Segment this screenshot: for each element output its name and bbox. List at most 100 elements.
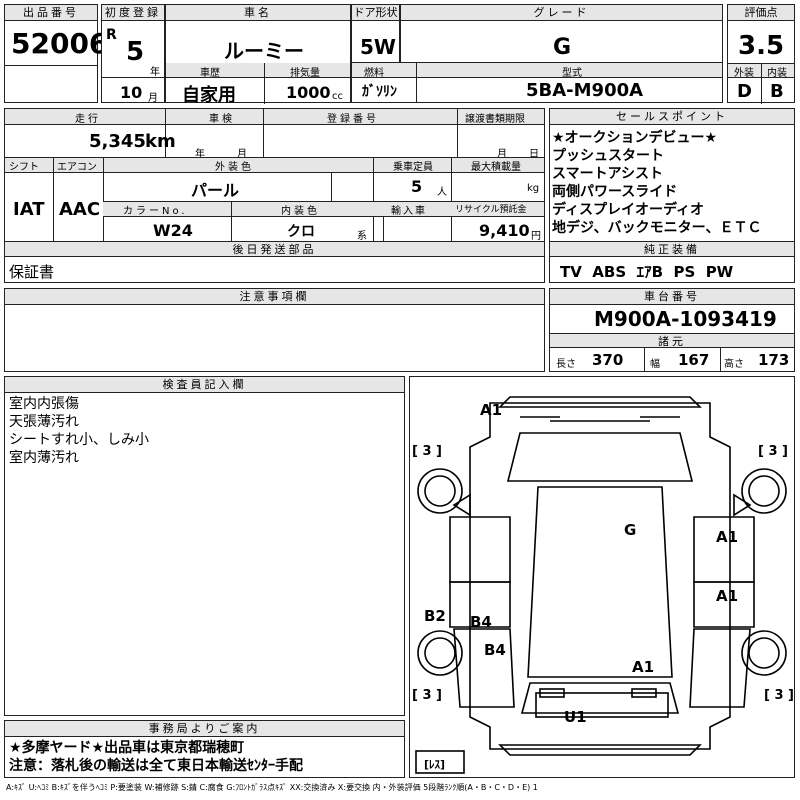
lot-number-cell: 出品番号 52006: [4, 4, 108, 103]
fuel-label: 燃料: [364, 68, 384, 79]
transfer-month-unit: 月: [497, 149, 507, 160]
damage-mark: A1: [716, 587, 738, 605]
dims-label: 諸元: [550, 333, 794, 348]
door-type: 5W: [360, 35, 396, 59]
exterior-grade: D: [737, 81, 752, 102]
grade: G: [553, 35, 572, 60]
inspector-line: 天張薄汚れ: [9, 414, 79, 430]
sales-point-item: 両側パワースライド: [552, 184, 678, 200]
model-label: 型式: [562, 68, 582, 79]
tire-tread-fl: [ 3 ]: [412, 444, 442, 459]
damage-mark: G: [624, 521, 636, 539]
sales-points-box: セールスポイント ★オークションデビュー★ プッシュスタート スマートアシスト …: [549, 108, 795, 283]
mileage-label: 走行: [75, 114, 101, 125]
damage-mark: B4: [484, 641, 506, 659]
height: 173: [758, 351, 790, 369]
equipment-list: TV ABS ｴｱB PS PW: [560, 263, 734, 281]
transfer-day-unit: 日: [529, 149, 539, 160]
later-parts-label: 後日発送部品: [5, 241, 544, 257]
ext-color: パール: [191, 181, 240, 200]
damage-mark: A1: [632, 658, 654, 676]
score-cell: 評価点 3.5 外装 内装 D B: [727, 4, 795, 104]
shift: IAT: [13, 199, 45, 220]
car-name-cell: 車名 ルーミー 車歴 排気量 自家用 1000 cc: [165, 4, 351, 106]
int-color-unit: 系: [357, 231, 367, 242]
later-parts: 保証書: [9, 263, 55, 281]
inspector-box: 検査員記入欄 室内内張傷 天張薄汚れ シートすれ小、しみ小 室内薄汚れ: [4, 376, 405, 716]
tire-tread-fr: [ 3 ]: [758, 444, 788, 459]
interior-grade: B: [770, 81, 784, 102]
mileage-unit: km: [145, 131, 176, 152]
score-label: 評価点: [728, 5, 794, 21]
car-name: ルーミー: [224, 39, 304, 63]
displacement-label: 排気量: [290, 68, 320, 79]
capacity-label: 乗車定員: [393, 162, 433, 173]
inspection-month-unit: 月: [237, 149, 247, 160]
month-unit: 月: [148, 93, 158, 104]
tire-tread-rr: [ 3 ]: [764, 688, 794, 703]
height-label: 高さ: [724, 359, 744, 370]
detail-grid: 走行 車検 登録番号 譲渡書類期限 5,345 km 年 月 月 日 シフト エ…: [4, 108, 545, 283]
door-label: ドア形状: [352, 5, 399, 21]
import-label: 輸入車: [391, 206, 427, 217]
transfer-label: 譲渡書類期限: [465, 114, 525, 125]
sales-point-item: スマートアシスト: [552, 166, 664, 182]
inspection-label: 車検: [209, 114, 235, 125]
recycle-label: リサイクル預託金: [455, 205, 527, 215]
sales-point-item: プッシュスタート: [552, 148, 664, 164]
notes-box: 注意事項欄: [4, 288, 545, 372]
damage-mark: B4: [470, 613, 492, 631]
int-color-label: 内装色: [281, 206, 320, 217]
recycle-amount: 9,410: [479, 221, 530, 240]
inspector-line: 室内内張傷: [9, 396, 79, 412]
first-registration-cell: 初度登録 R 5 年 10 月: [101, 4, 165, 104]
displacement: 1000: [286, 83, 331, 102]
year-unit: 年: [150, 67, 160, 78]
length-label: 長さ: [556, 359, 576, 370]
office-label: 事務局よりご案内: [5, 721, 404, 737]
ext-color-label: 外装色: [215, 162, 254, 173]
sales-point-item: ★オークションデビュー★: [552, 130, 718, 146]
interior-label: 内装: [767, 68, 787, 79]
max-load-unit: kg: [527, 183, 540, 194]
ac-label: エアコン: [57, 162, 97, 173]
first-reg-label: 初度登録: [102, 5, 164, 21]
reg-year: 5: [126, 37, 145, 67]
sales-point-item: 地デジ、バックモニター、ＥＴＣ: [552, 220, 762, 236]
grade-label: グレード: [401, 5, 722, 21]
damage-mark: B2: [424, 607, 446, 625]
chassis-box: 車台番号 M900A-1093419 諸元 長さ 370 幅 167 高さ 17…: [549, 288, 795, 372]
inspector-line: シートすれ小、しみ小: [9, 432, 149, 448]
score: 3.5: [738, 31, 785, 61]
office-line: 注意：落札後の輸送は全て東日本輸送ｾﾝﾀｰ手配: [9, 758, 303, 774]
reg-no-label: 登録番号: [327, 114, 379, 125]
chassis-label: 車台番号: [550, 289, 794, 305]
office-line: ★多摩ヤード★出品車は東京都瑞穂町: [9, 740, 245, 756]
fuel: ｶﾞｿﾘﾝ: [362, 84, 397, 100]
mileage: 5,345: [89, 131, 146, 152]
sales-points-label: セールスポイント: [550, 109, 794, 125]
legend-text: A:ｷｽﾞ U:ﾍｺﾐ B:ｷｽﾞを伴うﾍｺﾐ P:要塗装 W:補修跡 S:錆 …: [6, 783, 538, 792]
history-label: 車歴: [200, 68, 220, 79]
history: 自家用: [182, 85, 236, 106]
car-diagram: A1 G A1 A1 B2 B4 B4 A1 U1 [ 3 ] [ 3 ] [ …: [412, 396, 794, 774]
chassis-number: M900A-1093419: [594, 307, 777, 331]
max-load-label: 最大積載量: [471, 162, 521, 173]
lot-number: 52006: [11, 27, 109, 60]
equipment-label: 純正装備: [550, 241, 794, 257]
inspector-line: 室内薄汚れ: [9, 450, 79, 466]
shift-label: シフト: [9, 162, 39, 173]
capacity-unit: 人: [437, 187, 447, 198]
sales-point-item: ディスプレイオーディオ: [552, 202, 705, 218]
damage-mark: U1: [564, 708, 587, 726]
inspector-label: 検査員記入欄: [5, 377, 404, 393]
model-code: 5BA-M900A: [526, 80, 644, 101]
int-color: クロ: [287, 224, 315, 240]
office-box: 事務局よりご案内 ★多摩ヤード★出品車は東京都瑞穂町 注意：落札後の輸送は全て東…: [4, 720, 405, 778]
damage-mark: A1: [716, 528, 738, 546]
length: 370: [592, 351, 624, 369]
ac: AAC: [59, 199, 101, 220]
spare-tire: [ﾚｽ]: [424, 758, 445, 771]
notes-label: 注意事項欄: [5, 289, 544, 305]
